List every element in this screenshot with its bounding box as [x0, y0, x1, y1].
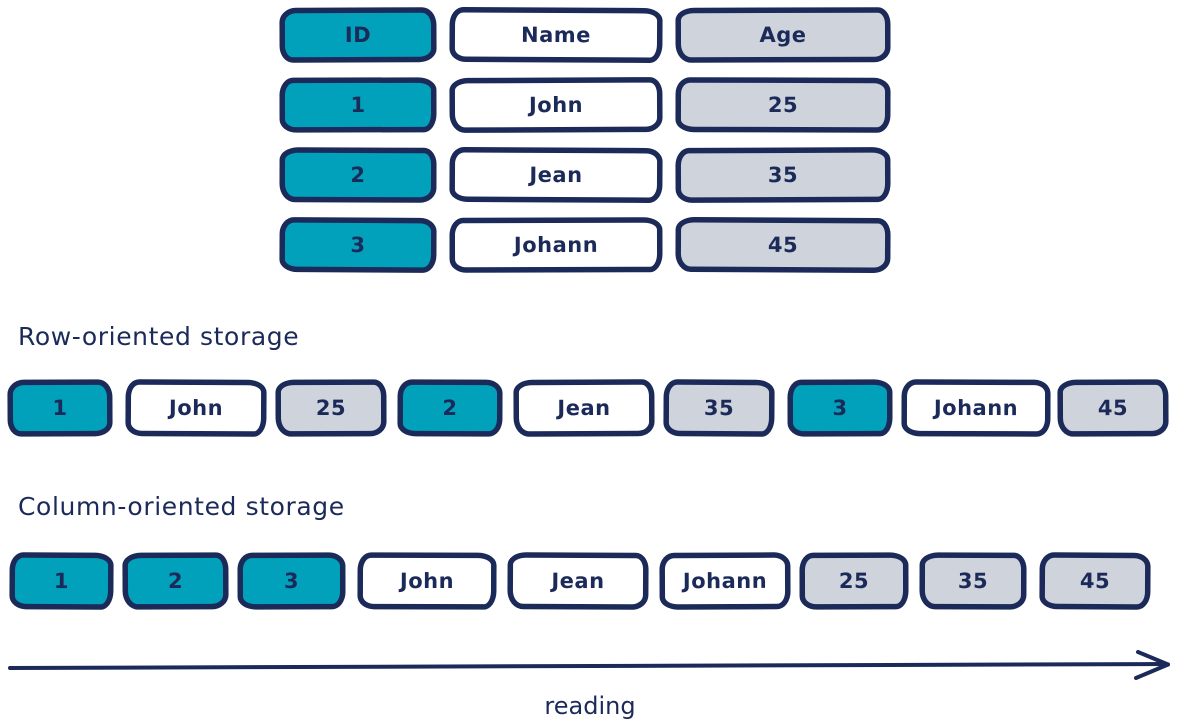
table-cell-age-3: 45: [675, 217, 891, 273]
row-cell-4: Jean: [513, 379, 655, 437]
col-cell-4: Jean: [507, 552, 649, 610]
row-storage-caption: Row-oriented storage: [18, 322, 300, 351]
row-cell-8: 45: [1057, 379, 1169, 437]
col-cell-7: 35: [919, 552, 1027, 610]
row-cell-0: 1: [7, 379, 113, 437]
row-cell-5: 35: [663, 379, 775, 437]
table-cell-id-1: 1: [279, 77, 437, 133]
table-header-id: ID: [279, 7, 437, 63]
column-storage-caption: Column-oriented storage: [18, 492, 345, 521]
table-header-age: Age: [675, 7, 891, 63]
col-cell-5: Johann: [659, 552, 791, 610]
table-cell-age-2: 35: [675, 147, 891, 203]
table-cell-id-3: 3: [279, 217, 437, 273]
table-cell-id-2: 2: [279, 147, 437, 203]
reading-label-wrapper: reading: [0, 692, 1180, 720]
reading-label: reading: [544, 692, 636, 720]
row-cell-6: 3: [787, 379, 893, 437]
col-cell-6: 25: [799, 552, 909, 610]
table-cell-name-3: Johann: [449, 217, 663, 273]
col-cell-3: John: [357, 552, 497, 610]
row-cell-2: 25: [275, 379, 387, 437]
col-cell-2: 3: [237, 552, 346, 610]
row-cell-3: 2: [397, 379, 503, 437]
row-cell-7: Johann: [901, 379, 1051, 437]
table-cell-name-2: Jean: [449, 147, 663, 203]
table-cell-age-1: 25: [675, 77, 891, 133]
table-header-name: Name: [449, 7, 663, 63]
col-cell-8: 45: [1039, 552, 1151, 610]
reading-arrow: [0, 640, 1180, 690]
col-cell-0: 1: [9, 552, 114, 610]
col-cell-1: 2: [122, 552, 229, 610]
row-cell-1: John: [125, 379, 267, 437]
table-cell-name-1: John: [449, 77, 663, 133]
arrow-right-icon: [8, 650, 1170, 680]
